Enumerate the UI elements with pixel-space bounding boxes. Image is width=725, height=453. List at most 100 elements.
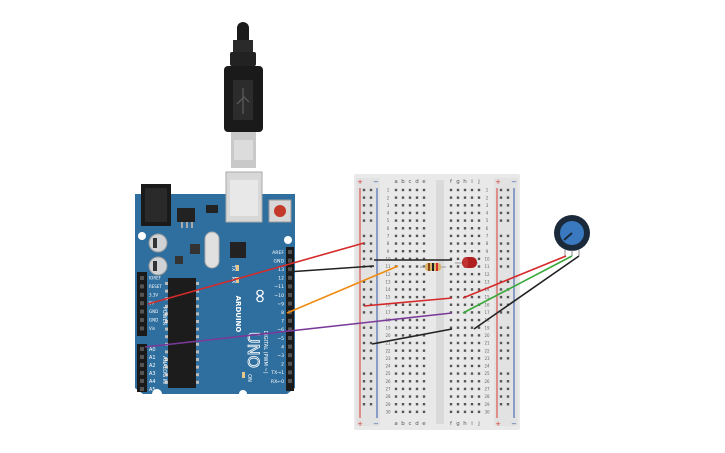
analog-pin[interactable] xyxy=(140,355,144,359)
analog-pin[interactable] xyxy=(140,379,144,383)
digital-pin[interactable] xyxy=(288,301,292,306)
power-pin-label: 3.3V xyxy=(149,292,158,297)
digital-pin-label: 12 xyxy=(278,276,284,282)
breadboard-row-label: 10 xyxy=(484,256,490,261)
analog-pin[interactable] xyxy=(140,387,144,391)
power-pin[interactable] xyxy=(140,284,144,289)
digital-pin[interactable] xyxy=(288,370,292,375)
wire-black-gnd[interactable] xyxy=(286,265,375,273)
digital-pin-label: ~3 xyxy=(277,353,284,359)
breadboard-row-label: 7 xyxy=(486,234,489,239)
digital-pin-label: 4 xyxy=(281,344,284,350)
digital-pin[interactable] xyxy=(288,344,292,349)
analog-pin[interactable] xyxy=(140,347,144,351)
breadboard-row-label: 11 xyxy=(385,264,391,269)
digital-pin-label: RX←0 xyxy=(271,379,284,385)
breadboard-row-label: 13 xyxy=(484,279,490,284)
breadboard-column-label: j xyxy=(477,421,480,427)
breadboard-column-label: i xyxy=(471,179,473,185)
breadboard-row-label: 19 xyxy=(484,325,490,330)
analog-pin-label: A0 xyxy=(149,347,156,353)
left-rail-plus-top: + xyxy=(357,178,363,186)
mounting-hole xyxy=(138,232,146,240)
power-pin[interactable] xyxy=(140,276,144,280)
breadboard-row-label: 5 xyxy=(387,218,390,223)
wire-black-rail[interactable] xyxy=(371,328,453,345)
wire-purple-a0[interactable] xyxy=(144,312,453,348)
breadboard-row-label: 3 xyxy=(387,203,390,208)
wire-red-5v[interactable] xyxy=(147,242,365,305)
digital-pin[interactable] xyxy=(288,250,292,254)
breadboard-row-label: 30 xyxy=(484,409,490,414)
breadboard-row-label: 6 xyxy=(486,226,489,231)
analog-pin-label: A4 xyxy=(149,379,156,385)
wires[interactable] xyxy=(144,242,580,348)
digital-header-pins xyxy=(288,250,292,383)
usb-cable[interactable] xyxy=(224,22,263,168)
digital-pin[interactable] xyxy=(288,353,292,358)
digital-pin[interactable] xyxy=(288,284,292,289)
power-pin[interactable] xyxy=(140,301,144,306)
led[interactable] xyxy=(455,257,478,268)
power-pin[interactable] xyxy=(140,318,144,322)
tx-led xyxy=(236,265,239,271)
wire-orange-pin9[interactable] xyxy=(286,265,399,314)
right-rail-plus-top: + xyxy=(495,178,501,186)
right-rail-minus-bottom: − xyxy=(511,420,517,428)
arduino-logo-infinity: ∞ xyxy=(249,288,273,305)
arduino-brand-text: ARDUINO xyxy=(234,296,242,333)
power-pin[interactable] xyxy=(140,309,144,314)
digital-pin-label: TX→1 xyxy=(270,370,284,376)
digital-pin[interactable] xyxy=(288,267,292,272)
analog-pin[interactable] xyxy=(140,363,144,367)
digital-pin[interactable] xyxy=(288,293,292,297)
breadboard-column-label: d xyxy=(415,421,419,427)
mounting-hole xyxy=(284,236,292,244)
breadboard-row-label: 23 xyxy=(484,356,490,361)
wire-green-pot[interactable] xyxy=(462,255,573,314)
power-pin[interactable] xyxy=(140,292,144,297)
wire-black-pot[interactable] xyxy=(473,255,580,330)
power-pin[interactable] xyxy=(140,326,144,331)
digital-pin[interactable] xyxy=(288,275,292,280)
digital-pin[interactable] xyxy=(288,327,292,332)
breadboard-row-label: 17 xyxy=(484,310,490,315)
breadboard-column-label: h xyxy=(463,421,467,427)
breadboard-row-label: 30 xyxy=(385,409,391,414)
breadboard-row-label: 7 xyxy=(387,234,390,239)
digital-pin[interactable] xyxy=(288,318,292,323)
resistor[interactable] xyxy=(420,263,446,271)
breadboard-row-label: 1 xyxy=(387,188,390,193)
digital-pin[interactable] xyxy=(288,336,292,340)
breadboard-row-label: 1 xyxy=(486,188,489,193)
breadboard-row-label: 28 xyxy=(484,394,490,399)
breadboard-column-label: g xyxy=(456,179,460,185)
digital-pin[interactable] xyxy=(288,361,292,366)
breadboard-row-label: 9 xyxy=(486,249,489,254)
breadboard-row-label: 20 xyxy=(484,333,490,338)
breadboard-column-label: g xyxy=(456,421,460,427)
potentiometer[interactable] xyxy=(554,215,590,256)
digital-pin[interactable] xyxy=(288,379,292,383)
analog-pin-label: A5 xyxy=(149,387,156,393)
digital-pin-label: AREF xyxy=(272,250,284,256)
breadboard-row-label: 15 xyxy=(385,295,391,300)
breadboard-column-label: f xyxy=(450,421,453,427)
analog-pin[interactable] xyxy=(140,371,144,375)
icsp-header xyxy=(206,205,218,213)
breadboard-column-label: c xyxy=(408,179,411,185)
breadboard-row-label: 26 xyxy=(484,379,490,384)
wire-red-pot[interactable] xyxy=(462,255,567,299)
wire-red-rail[interactable] xyxy=(363,297,453,307)
digital-pin[interactable] xyxy=(288,258,292,263)
capacitor xyxy=(148,233,168,253)
power-pin-label: RESET xyxy=(149,284,162,289)
analog-header-pins xyxy=(140,347,144,391)
breadboard-row-label: 22 xyxy=(484,348,490,353)
usb-chip xyxy=(230,242,246,258)
reset-button-cap[interactable] xyxy=(274,205,286,217)
breadboard-row-label: 25 xyxy=(484,371,490,376)
